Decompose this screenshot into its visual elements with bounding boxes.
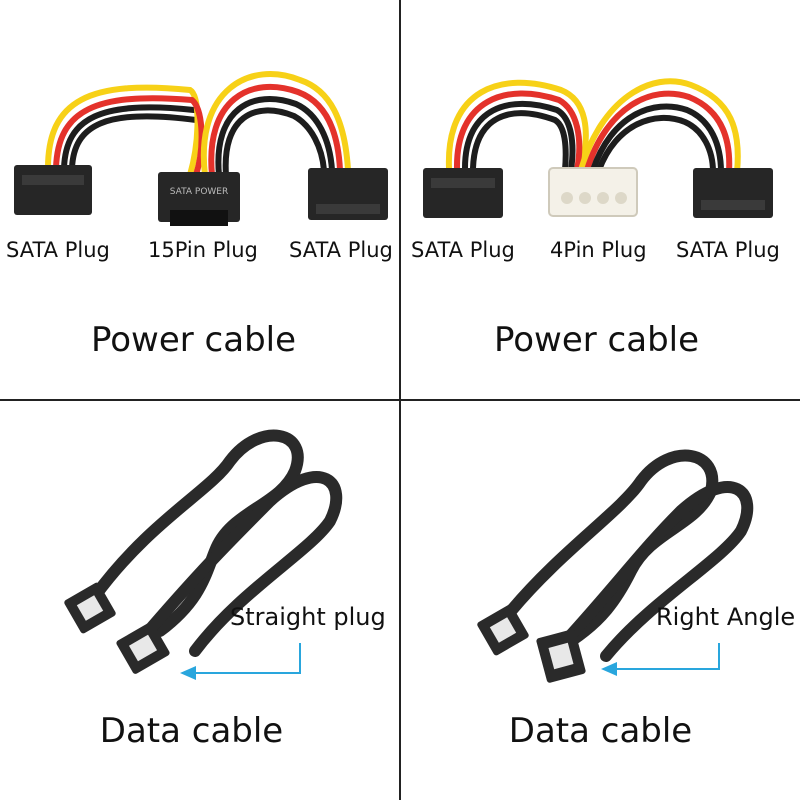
caption-data-cable-left: Data cable [99,711,284,751]
sata-splitter-image: SATA POWER [14,71,388,226]
panel-top-right: SATA Plug 4Pin Plug SATA Plug Power cabl… [401,0,800,399]
molex-splitter-image [423,78,773,218]
label-sata-plug-right: SATA Plug [676,238,780,262]
panel-bottom-right: Right Angle Data cable [401,401,800,800]
caption-power-cable-right: Power cable [493,320,700,360]
straight-data-cable-image [64,429,343,680]
label-sata-plug-left: SATA Plug [6,238,110,262]
panel-top-left: SATA POWER SATA Plug 15Pin Plug SATA Plu… [0,0,399,399]
label-sata-plug-right: SATA Plug [289,238,393,262]
horizontal-divider [0,399,800,401]
callout-right-angle: Right Angle [656,603,796,631]
panel-bottom-left: Straight plug Data cable [0,401,399,800]
label-sata-plug-left: SATA Plug [411,238,515,262]
callout-straight-plug: Straight plug [230,603,386,631]
label-4pin-plug: 4Pin Plug [550,238,647,262]
label-15pin-plug: 15Pin Plug [148,238,258,262]
caption-data-cable-right: Data cable [508,711,693,751]
right-angle-data-cable-image [477,449,754,683]
caption-power-cable-left: Power cable [90,320,297,360]
connector-print: SATA POWER [170,187,229,197]
